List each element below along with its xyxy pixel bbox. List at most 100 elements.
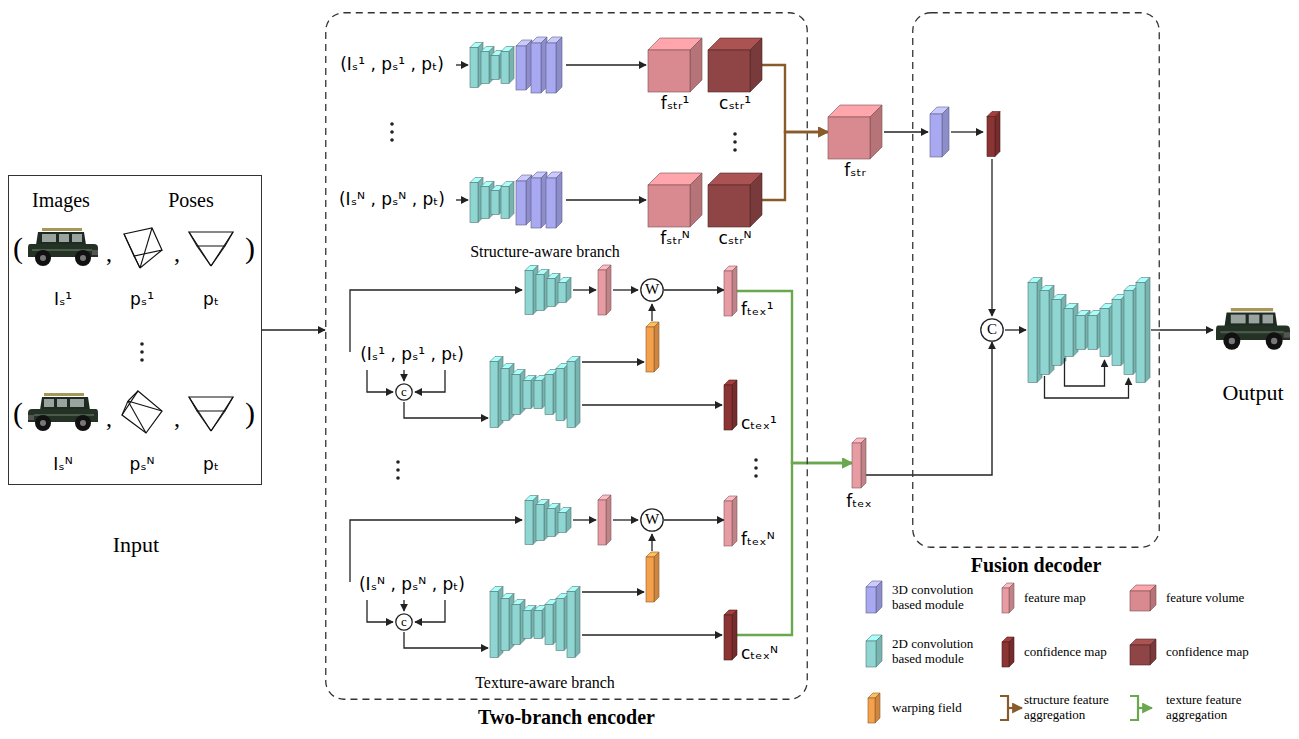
input-tuple: (Iₛᴺ , pₛᴺ , pₜ) [359,575,465,595]
block-front [547,509,555,537]
block-side [690,173,702,227]
flow-arrow [651,534,652,551]
block-side [575,357,580,428]
parenthesis: ) [245,231,255,266]
block-side [1150,639,1156,665]
flow-arrow [613,289,638,290]
map-shape [724,380,737,430]
block-side [556,172,562,228]
flow-arrow [350,520,522,582]
flow-arrow [1045,376,1129,398]
variable-label: cₜₑₓᴺ [741,644,778,664]
legend-text: texture feature aggregation [1166,693,1288,723]
block-front [470,183,478,223]
cube-shape [648,173,702,227]
panel-title: Input [113,532,159,557]
map-slab [724,496,737,546]
warp-operator: W [640,508,664,532]
connector-arrow [664,519,724,520]
operator-circle [396,614,412,630]
flow-arrow [951,131,983,132]
flow-arrow [350,290,522,352]
legend-text: confidence map [1024,645,1126,660]
3d-conv-block [930,107,949,157]
swatch-slab [1002,583,1014,613]
concat-operator: C [980,318,1004,342]
feature-map: fₜₑₓᴺ [724,496,737,546]
feature-volume: fₛₜᵣᴺ [648,173,702,227]
3d-conv-block [531,37,547,93]
feature-volume: fₛₜᵣ¹ [648,38,702,92]
connector-arrow [762,132,828,200]
camera-pose-glyph [189,232,233,266]
flow-arrow [582,361,644,362]
block-front [930,114,942,157]
volume-cube [648,38,702,92]
block-side [1009,637,1014,667]
block-side [654,552,659,602]
flow-arrow [403,370,404,381]
block-front [1002,588,1009,613]
dashed-outline [326,13,808,700]
concat-operator: c [395,383,413,401]
block-side [876,635,882,667]
block-front [724,615,732,660]
block-side [566,508,571,533]
block-side [875,693,880,723]
legend-text: confidence map [1166,645,1288,660]
swatch-block [866,635,882,667]
variable-label: fₜₑₓ¹ [741,300,773,320]
variable-label: Iₛᴺ [53,455,72,475]
block-front [852,443,861,488]
volume-cube [708,173,762,227]
map-slab [724,610,737,660]
comma: , [174,405,180,433]
block-front [536,505,544,541]
block-front [1076,316,1085,350]
block-side [1009,583,1014,613]
connector-arrow [664,289,724,290]
block-front [828,117,870,159]
block-front [481,187,489,219]
operator-circle [641,509,663,531]
block-front [556,599,564,651]
panel-title: Output [1222,380,1283,405]
variable-label: cₛₜᵣ¹ [719,94,751,114]
car-image [1216,308,1290,350]
block-side [732,380,737,430]
flow-arrow [582,404,722,405]
block-front [556,369,564,421]
block-front [501,187,509,219]
legend-swatch [866,635,882,667]
variable-label: cₜₑₓ¹ [741,414,777,434]
flow-arrow [991,159,992,316]
block-side [654,322,659,372]
warp-operator: W [640,278,664,302]
warping-field-block [646,322,659,372]
block-front [648,50,690,92]
column-heading: Images [32,189,90,212]
block-side [750,173,762,227]
legend-swatch [1130,639,1156,665]
block-side [995,112,1000,157]
3d-conv-block [531,172,547,228]
region-title: Two-branch encoder [478,706,655,729]
legend-swatch [866,581,882,613]
block-side [876,581,882,613]
block-side [732,496,737,546]
dashed-outline [913,13,1160,548]
block-front [516,181,526,225]
decoder-region: Fusion decoderC [912,12,1160,548]
block-front [724,501,732,546]
block-side [942,107,949,157]
block-side [750,38,762,92]
feature-map: fₜₑₓ¹ [724,266,737,316]
flow-arrow [404,402,488,418]
branch-title: Texture-aware branch [475,674,615,692]
block-front [1002,642,1009,667]
ellipsis-dots [140,342,144,362]
map-shape [724,496,737,546]
flow-arrow [1151,329,1160,330]
parenthesis: ) [245,396,255,431]
